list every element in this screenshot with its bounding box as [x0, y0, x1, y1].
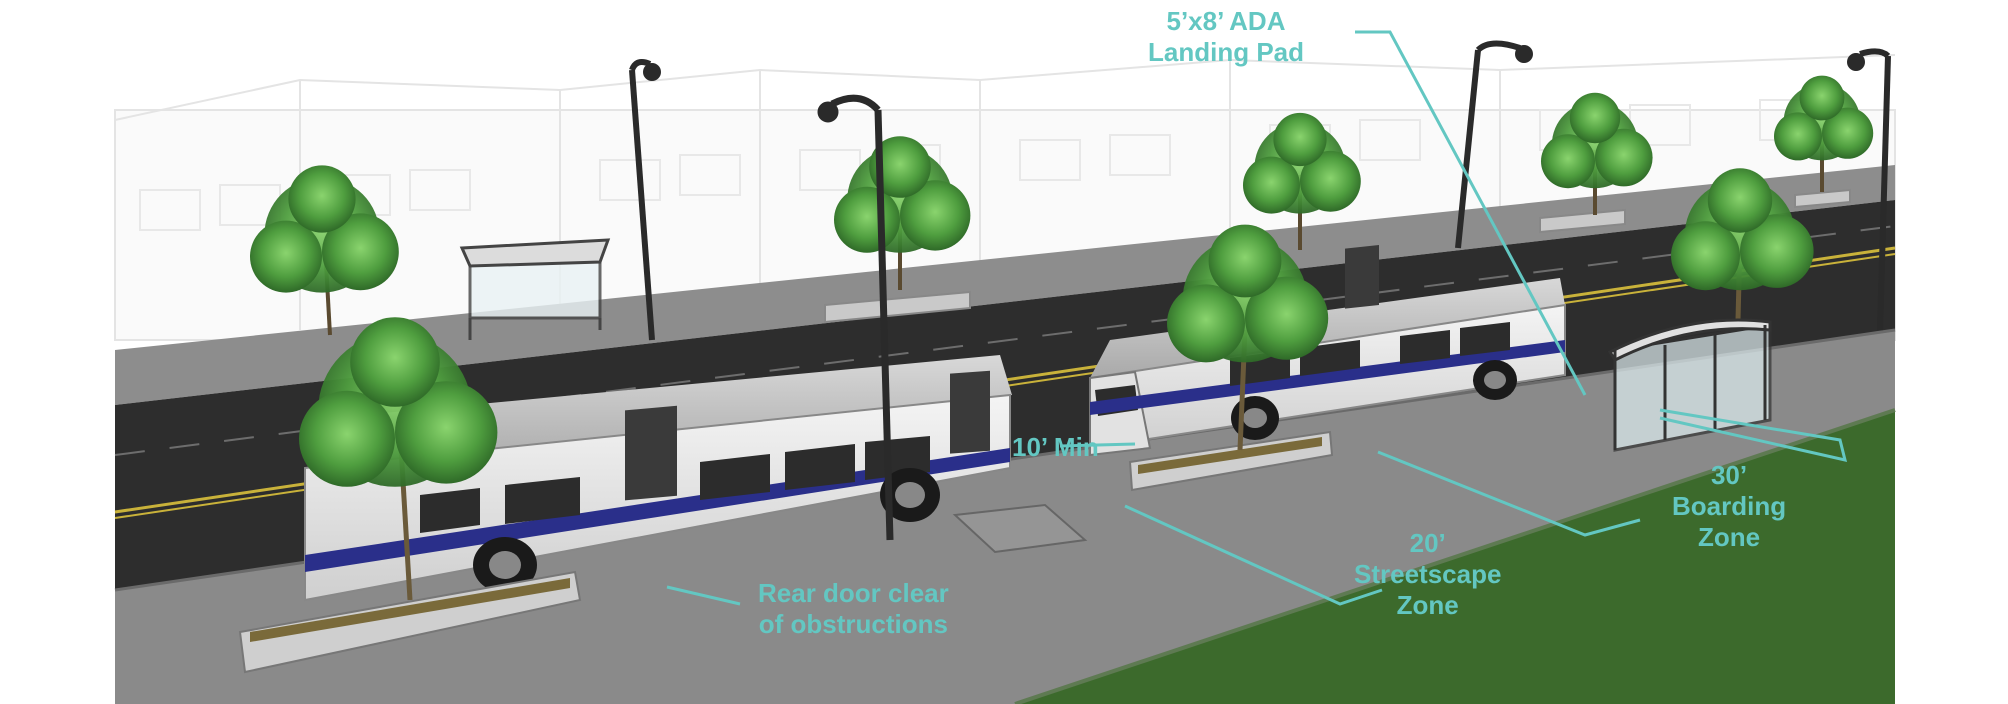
- boarding-zone-label-line3: Zone: [1698, 522, 1761, 552]
- tree-icon: [1243, 112, 1361, 250]
- boarding-zone-label: 30’ Boarding Zone: [1672, 460, 1786, 553]
- ada-landing-pad-label-line1: 5’x8’ ADA: [1166, 6, 1286, 36]
- rear-door-label: Rear door clear of obstructions: [758, 578, 949, 640]
- planter-icon: [238, 570, 582, 674]
- far-sidewalk: [115, 165, 1895, 405]
- tree-icon: [1774, 75, 1874, 192]
- min-clearance-label-text: 10’ Min: [1012, 432, 1099, 462]
- boarding-zone-label-line2: Boarding: [1672, 491, 1787, 521]
- planter-icon: [1128, 430, 1334, 492]
- streetscape-zone-label-line3: Zone: [1396, 590, 1459, 620]
- tree-icon: [1167, 224, 1329, 451]
- tree-icon: [1541, 92, 1653, 215]
- min-clearance-label: 10’ Min: [1012, 432, 1099, 463]
- streetscape-zone-label-line2: Streetscape: [1354, 559, 1502, 589]
- tree-icon: [834, 136, 971, 290]
- rear-door-label-line1: Rear door clear: [758, 578, 949, 608]
- tree-icon: [250, 165, 399, 336]
- street-lamp-icon: [1455, 40, 1533, 249]
- streetscape-zone-label-line1: 20’: [1409, 528, 1446, 558]
- planter-icon: [824, 188, 1851, 324]
- tree-icon: [1671, 168, 1814, 321]
- street-lamp-icon: [817, 94, 894, 541]
- bus-shelter-icon: [1607, 318, 1772, 452]
- ada-landing-pad: [952, 503, 1088, 554]
- street-lamp-icon: [1847, 48, 1891, 331]
- tree-icon: [299, 317, 498, 601]
- street-lamp-icon: [629, 59, 661, 341]
- ada-landing-pad-label: 5’x8’ ADA Landing Pad: [1148, 6, 1304, 68]
- ada-landing-pad-label-line2: Landing Pad: [1148, 37, 1304, 67]
- streetscape-zone-label: 20’ Streetscape Zone: [1354, 528, 1501, 621]
- annotation-lines: [666, 30, 1848, 606]
- boarding-zone-label-line1: 30’: [1710, 460, 1748, 490]
- rear-door-label-line2: of obstructions: [758, 609, 948, 639]
- bus-shelter-icon: [459, 238, 611, 340]
